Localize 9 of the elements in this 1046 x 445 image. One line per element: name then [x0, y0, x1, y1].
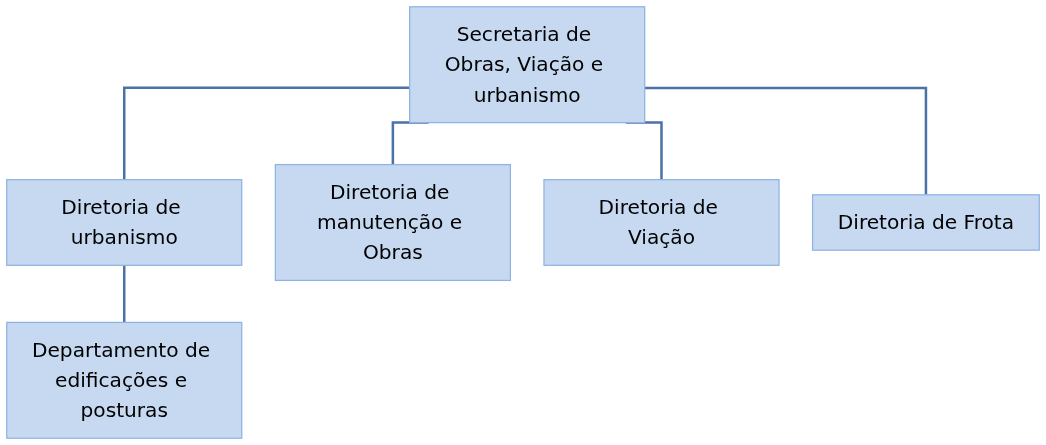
node-box: Diretoria de Viação: [543, 179, 780, 266]
connector: [644, 86, 928, 195]
node-box: Departamento de edificações e posturas: [6, 321, 243, 439]
connector: [122, 264, 126, 323]
node-box: Diretoria de urbanismo: [6, 179, 243, 266]
node-box: Diretoria de manutenção e Obras: [274, 163, 511, 282]
node-box: Secretaria de Obras, Viação e urbanismo: [409, 6, 646, 124]
connector: [122, 86, 410, 180]
node-box: Diretoria de Frota: [811, 194, 1040, 251]
